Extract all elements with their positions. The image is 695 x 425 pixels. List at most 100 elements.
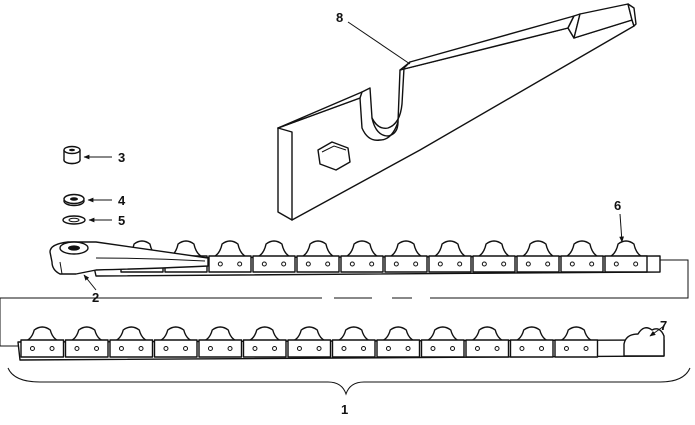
upper-knife-section (207, 240, 253, 259)
lower-knife-rivet (138, 346, 144, 351)
upper-knife-rivet (589, 261, 595, 267)
lower-knife-section (197, 326, 243, 343)
lower-section-plates (20, 339, 599, 358)
upper-knife-rivet (569, 261, 575, 267)
callout-5: 5 (118, 213, 125, 228)
upper-knife-plate (516, 255, 560, 273)
phantom-connector (0, 259, 689, 347)
lower-knife-rivet (539, 346, 545, 351)
callout-1: 1 (341, 402, 348, 417)
wrench-tool (277, 3, 637, 221)
upper-knife-section (471, 240, 517, 259)
upper-knife-plate (340, 255, 384, 273)
upper-knife-section (383, 240, 429, 259)
upper-knife-section (603, 240, 649, 259)
lower-knife-section (64, 326, 110, 343)
lower-knife-plate (242, 339, 287, 358)
lower-knife-section (153, 326, 199, 343)
lower-knife-rivet (361, 346, 367, 351)
lower-knife-plate (287, 339, 332, 358)
leader-2 (83, 274, 97, 291)
lower-knife-rivet (94, 346, 100, 351)
upper-knife-rivet (217, 261, 223, 267)
lower-knife-plate (420, 339, 465, 358)
upper-section-plates (120, 255, 648, 273)
upper-knife-section (515, 240, 561, 259)
leader-7 (649, 325, 665, 337)
lower-knife-rivet (272, 346, 278, 351)
lower-knife-section (108, 326, 154, 343)
upper-knife-plate (428, 255, 472, 273)
lower-knife-rivet (207, 346, 213, 351)
upper-knife-rivet (481, 261, 487, 267)
lower-knife-plate (554, 339, 599, 358)
callout-3: 3 (118, 150, 125, 165)
lower-knife-section (19, 326, 65, 343)
upper-knife-rivet (281, 261, 287, 267)
lower-knife-rivet (296, 346, 302, 351)
lower-knife-rivet (583, 346, 589, 351)
washer-part (63, 193, 85, 207)
upper-knife-rivet (325, 261, 331, 267)
upper-knife-assembly (49, 240, 661, 277)
upper-knife-rivet (393, 261, 399, 267)
upper-knife-plate (560, 255, 604, 273)
lower-knife-rivet (450, 346, 456, 351)
callout-6: 6 (614, 198, 621, 213)
upper-knife-section (339, 240, 385, 259)
upper-knife-rivet (349, 261, 355, 267)
lower-knife-rivet (494, 346, 500, 351)
lower-knife-section (331, 326, 377, 343)
lower-knife-plate (20, 339, 65, 358)
broken-knife-section (623, 327, 665, 357)
callout-8: 8 (336, 10, 343, 25)
lower-knife-rivet (252, 346, 258, 351)
upper-knife-rivet (633, 261, 639, 267)
lower-knife-rivet (519, 346, 525, 351)
lower-knife-rivet (118, 346, 124, 351)
lower-knife-section (286, 326, 332, 343)
lower-knife-section (509, 326, 555, 343)
upper-knife-section (295, 240, 341, 259)
upper-knife-rivet (413, 261, 419, 267)
bushing-part (63, 145, 81, 165)
lower-knife-plate (153, 339, 198, 358)
upper-knife-rivet (457, 261, 463, 267)
leader-8 (347, 21, 411, 65)
lower-knife-rivet (74, 346, 80, 351)
lower-knife-plate (465, 339, 510, 358)
lower-knife-rivet (49, 346, 55, 351)
lower-knife-rivet (163, 346, 169, 351)
upper-knife-rivet (261, 261, 267, 267)
upper-knife-rivet (613, 261, 619, 267)
lower-knife-rivet (563, 346, 569, 351)
lower-knife-rivet (183, 346, 189, 351)
lower-knife-section (420, 326, 466, 343)
bracket-1 (7, 367, 691, 396)
upper-knife-rivet (305, 261, 311, 267)
lower-knife-plate (64, 339, 109, 358)
callout-4: 4 (118, 193, 126, 208)
upper-knife-rivet (237, 261, 243, 267)
upper-knife-rivet (369, 261, 375, 267)
lower-knife-section (375, 326, 421, 343)
lower-knife-rivet (430, 346, 436, 351)
lower-knife-plate (331, 339, 376, 358)
lower-knife-rivet (29, 346, 35, 351)
lower-knife-section (553, 326, 599, 343)
lower-knife-rivet (227, 346, 233, 351)
lower-knife-plate (198, 339, 243, 358)
lower-knife-rivet (385, 346, 391, 351)
upper-knife-plate (252, 255, 296, 273)
lower-knife-plate (109, 339, 154, 358)
lower-knife-assembly (17, 326, 665, 361)
upper-knife-plate (208, 255, 252, 273)
lower-knife-section (242, 326, 288, 343)
lower-knife-rivet (341, 346, 347, 351)
upper-knife-section (427, 240, 473, 259)
lower-knife-rivet (405, 346, 411, 351)
upper-knife-plate (384, 255, 428, 273)
lower-knife-section (464, 326, 510, 343)
upper-knife-rivet (437, 261, 443, 267)
